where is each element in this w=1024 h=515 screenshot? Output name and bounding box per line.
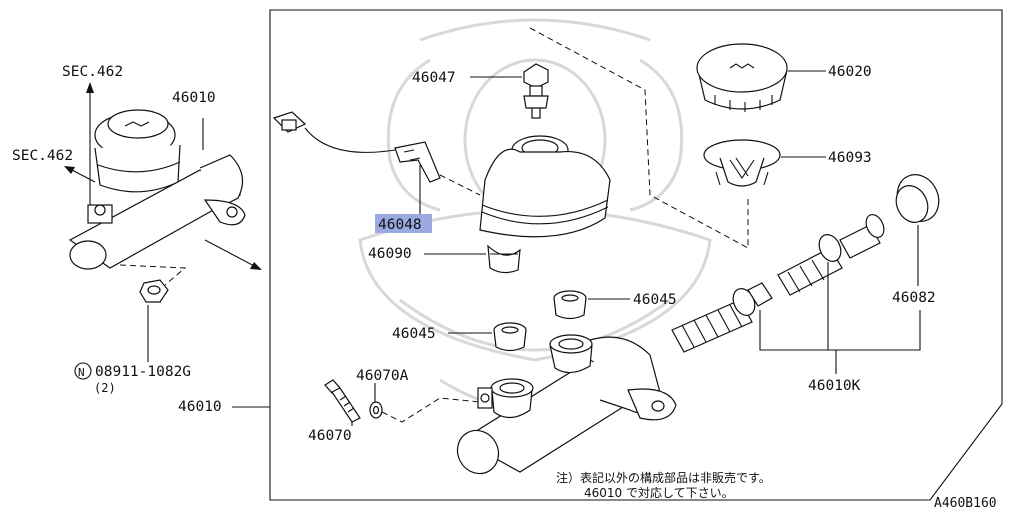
- part-46045-upper-label[interactable]: 46045: [633, 292, 677, 308]
- nut-quantity-label: (2): [94, 381, 116, 395]
- gasket-washer-illustration: [369, 401, 383, 419]
- strainer-illustration: [703, 139, 781, 187]
- part-46082-label[interactable]: 46082: [892, 290, 936, 306]
- n-circle-letter: N: [78, 366, 85, 379]
- part-08911-1082G-label[interactable]: 08911-1082G: [95, 364, 191, 380]
- part-46045-lower-label[interactable]: 46045: [392, 326, 436, 342]
- part-46048-label[interactable]: 46048: [378, 217, 422, 233]
- left-master-cylinder-illustration: [68, 109, 246, 303]
- reservoir-bolt-illustration: [523, 63, 549, 119]
- main-group-box: [269, 9, 1003, 501]
- grommet-upper-illustration: [553, 290, 587, 320]
- figure-code-label: A460B160: [934, 496, 997, 510]
- n-circle-icon: [74, 362, 92, 380]
- reservoir-tank-illustration: [479, 135, 611, 274]
- piston-kit-illustration: [671, 214, 885, 353]
- part-46010-box-label[interactable]: 46010: [178, 399, 222, 415]
- part-46070A-label[interactable]: 46070A: [356, 368, 409, 384]
- seal-ring-illustration: [895, 174, 940, 223]
- reservoir-cap-illustration: [696, 43, 788, 112]
- note-line-1: 注）表記以外の構成部品は非販売です。: [556, 470, 771, 485]
- part-46010-left-label[interactable]: 46010: [172, 90, 216, 106]
- part-46070-label[interactable]: 46070: [308, 428, 352, 444]
- note-line-2: 46010 で対応して下さい。: [584, 486, 734, 500]
- grommet-lower-illustration: [493, 322, 527, 352]
- level-sensor-illustration: [272, 111, 441, 183]
- part-46010K-label[interactable]: 46010K: [808, 378, 861, 394]
- part-46020-label[interactable]: 46020: [828, 64, 872, 80]
- part-46047-label[interactable]: 46047: [412, 70, 456, 86]
- part-46090-label[interactable]: 46090: [368, 246, 412, 262]
- mounting-bolt-illustration: [324, 379, 361, 423]
- part-46093-label[interactable]: 46093: [828, 150, 872, 166]
- sec-462-top-label[interactable]: SEC.462: [62, 64, 123, 80]
- part-46048-highlight: [375, 214, 432, 233]
- master-cylinder-body-illustration: [456, 334, 677, 475]
- sec-462-left-label[interactable]: SEC.462: [12, 148, 73, 164]
